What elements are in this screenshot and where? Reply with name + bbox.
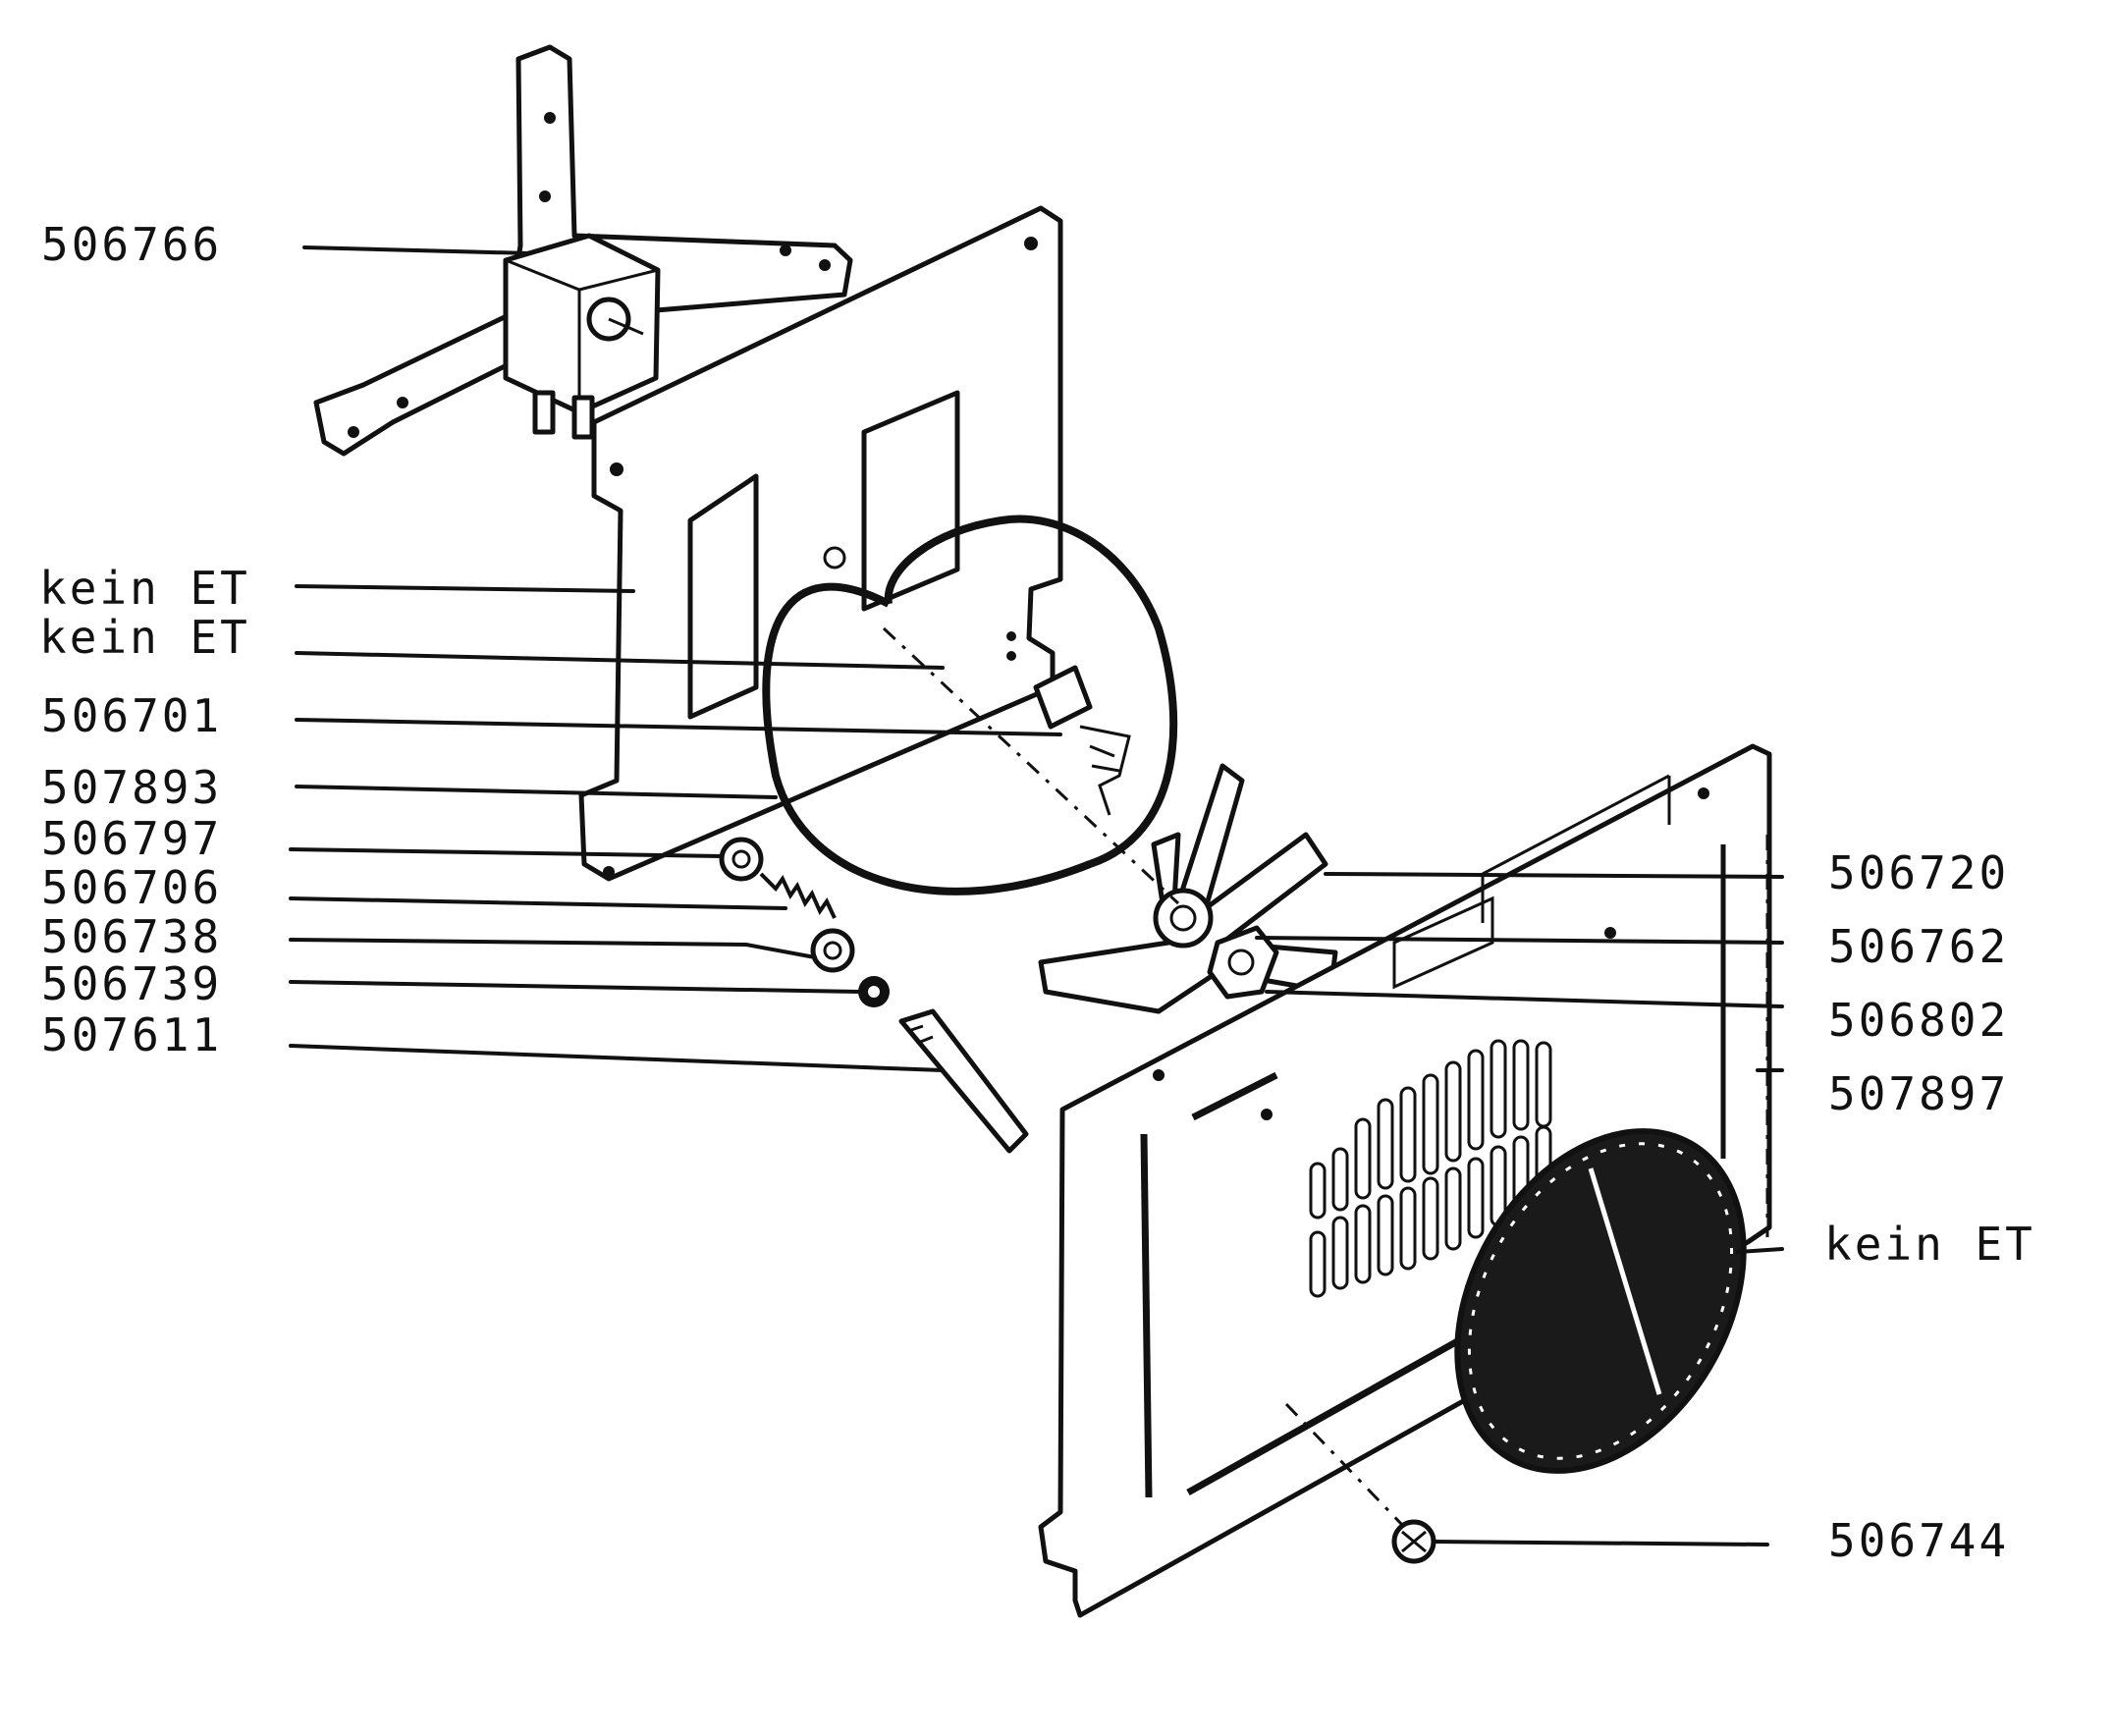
label-right-6: 506744 [1828, 1514, 2009, 1567]
label-left-2: kein ET [39, 562, 250, 615]
washer-506797 [719, 837, 764, 882]
label-right-1: 506720 [1828, 846, 2009, 899]
fan-hub-nut [1207, 925, 1279, 1000]
label-left-10: 507611 [41, 1008, 222, 1061]
pin-507611 [898, 1008, 1029, 1154]
fan-motor [503, 233, 661, 440]
label-right-2: 506762 [1828, 920, 2009, 973]
leader-lines-left [289, 245, 1062, 1072]
washer-506738 [810, 928, 855, 973]
light-lens [1454, 1128, 1747, 1474]
spring-506706 [759, 872, 837, 919]
label-left-9: 506739 [41, 957, 222, 1010]
label-left-8: 506738 [41, 910, 222, 963]
rear-panel [578, 205, 1063, 882]
label-right-4: 507897 [1828, 1067, 2009, 1120]
assembly-axis-2 [1284, 1402, 1406, 1529]
fan-wheel [1038, 763, 1338, 1014]
label-right-5: kein ET [1824, 1218, 2035, 1271]
vent-slots [1309, 1039, 1552, 1298]
front-cover [1038, 743, 1772, 1618]
screw-506744 [1391, 1519, 1436, 1564]
label-left-3: kein ET [39, 611, 250, 664]
label-left-4: 506701 [41, 689, 222, 742]
label-left-7: 506706 [41, 861, 222, 914]
heating-element [762, 515, 1178, 895]
label-left-5: 507893 [41, 761, 222, 814]
label-right-3: 506802 [1828, 994, 2009, 1047]
assembly-axis-1 [882, 626, 1180, 905]
leader-lines-right [1255, 872, 1784, 1546]
label-left-1: 506766 [41, 218, 222, 271]
nut-506739 [858, 976, 890, 1007]
label-left-6: 506797 [41, 812, 222, 865]
